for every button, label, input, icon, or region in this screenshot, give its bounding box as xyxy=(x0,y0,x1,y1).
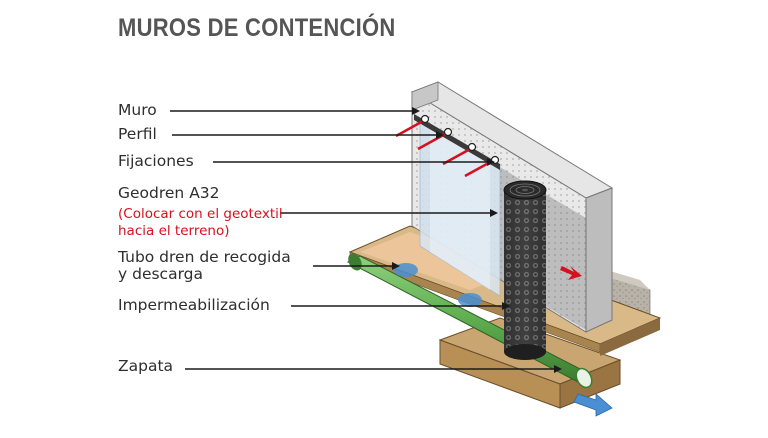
label-fijaciones: Fijaciones xyxy=(118,152,194,170)
outflow-arrow-icon xyxy=(573,393,613,417)
label-impermeabilizacion: Impermeabilización xyxy=(118,296,270,314)
label-geodren-note-2: hacia el terreno) xyxy=(118,223,230,239)
label-tubo-2: y descarga xyxy=(118,265,204,283)
label-perfil: Perfil xyxy=(118,125,157,143)
page-title: MUROS DE CONTENCIÓN xyxy=(118,14,396,42)
profile-strip xyxy=(414,114,500,170)
arrow-right-icon xyxy=(560,266,582,280)
label-muro: Muro xyxy=(118,101,157,119)
label-geodren-note-1: (Colocar con el geotextil xyxy=(118,206,283,222)
geodrain-roll xyxy=(503,180,547,360)
label-zapata: Zapata xyxy=(118,357,174,375)
label-tubo-1: Tubo dren de recogida xyxy=(118,248,291,266)
leader-lines xyxy=(170,110,554,370)
label-geodren: Geodren A32 xyxy=(118,184,220,202)
leader-arrowheads xyxy=(392,107,562,373)
